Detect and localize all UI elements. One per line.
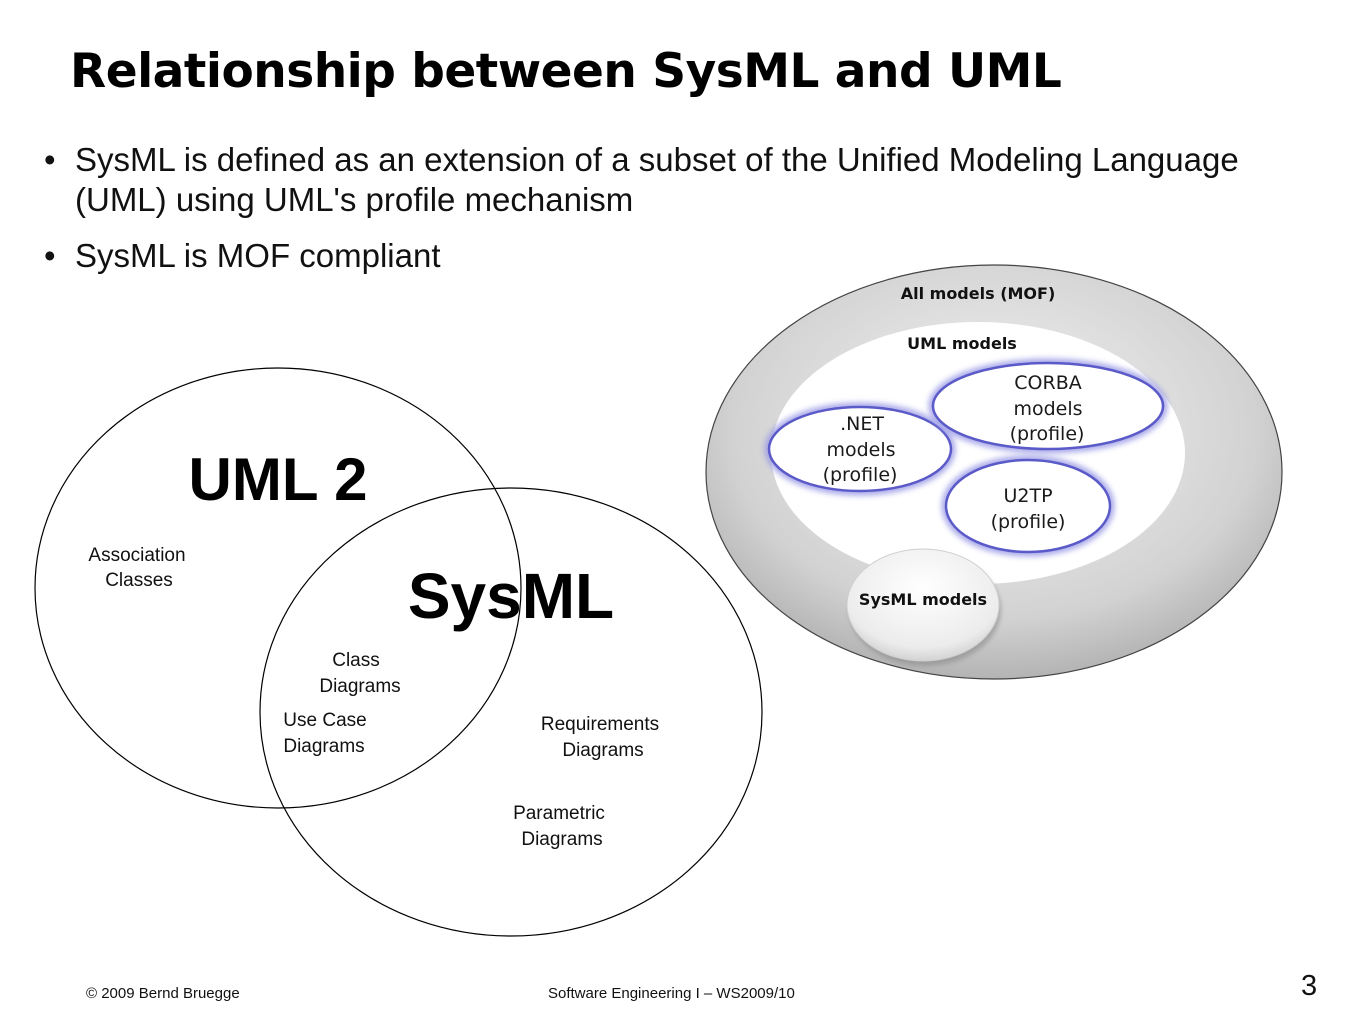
corba-label-line2: models [1013, 398, 1082, 420]
sysml-circle [259, 487, 763, 937]
corba-label-line3: (profile) [1010, 423, 1085, 445]
bullet-item: • SysML is defined as an extension of a … [44, 140, 1264, 220]
net-ring [767, 405, 953, 493]
requirements-diagrams-line1: Requirements [541, 714, 659, 735]
sysml-label: SysML [408, 560, 614, 632]
class-diagrams-line2: Diagrams [319, 676, 400, 697]
footer-course: Software Engineering I – WS2009/10 [548, 985, 795, 1002]
u2tp-ring [944, 458, 1112, 554]
uml-models-label: UML models [907, 334, 1017, 353]
bullet-dot: • [44, 237, 56, 274]
net-label-line3: (profile) [823, 464, 898, 486]
bullet-dot: • [44, 141, 56, 178]
parametric-diagrams-line1: Parametric [513, 803, 605, 824]
sysml-models-ellipse [846, 548, 1000, 662]
use-case-diagrams-line2: Diagrams [283, 736, 364, 757]
association-classes-line2: Classes [105, 570, 173, 591]
corba-label-line1: CORBA [1014, 372, 1081, 394]
bullet-text: SysML is MOF compliant [75, 237, 441, 274]
u2tp-label-line1: U2TP [1003, 485, 1052, 507]
use-case-diagrams-line1: Use Case [283, 710, 366, 731]
requirements-diagrams-line2: Diagrams [562, 740, 643, 761]
net-label-line1: .NET [840, 413, 884, 435]
slide-title: Relationship between SysML and UML [70, 44, 1062, 99]
class-diagrams-line1: Class [332, 650, 380, 671]
u2tp-label-line2: (profile) [991, 511, 1066, 533]
bullet-list: • SysML is defined as an extension of a … [44, 140, 1264, 292]
bullet-text: SysML is defined as an extension of a su… [75, 141, 1239, 218]
association-classes-line1: Association [88, 545, 185, 566]
venn-diagram: UML 2 SysML Association Classes Class Di… [34, 367, 763, 937]
bullet-item: • SysML is MOF compliant [44, 236, 1264, 276]
uml2-label: UML 2 [189, 446, 368, 513]
uml2-circle [34, 367, 522, 809]
net-label-line2: models [826, 439, 895, 461]
sysml-models-label: SysML models [859, 590, 987, 609]
page-number: 3 [1301, 970, 1318, 1002]
parametric-diagrams-line2: Diagrams [521, 829, 602, 850]
mof-diagram: All models (MOF) UML models .NET models … [705, 264, 1283, 680]
corba-ring [931, 361, 1165, 451]
all-models-label: All models (MOF) [901, 284, 1056, 303]
footer-copyright: © 2009 Bernd Bruegge [86, 985, 240, 1002]
